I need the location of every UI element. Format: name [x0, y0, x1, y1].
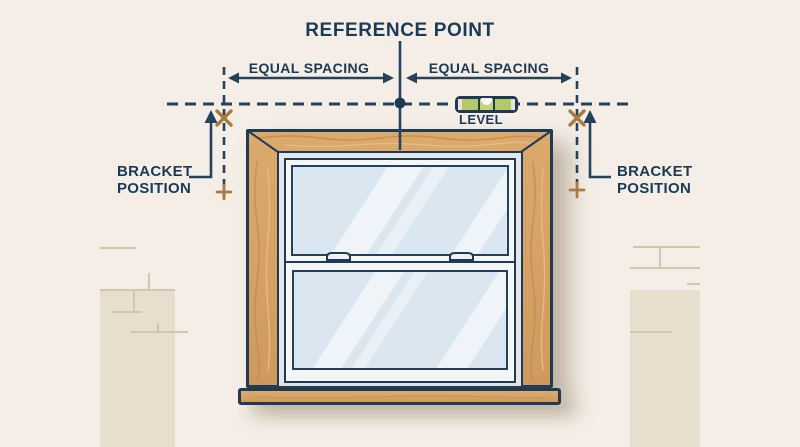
level-bubble [481, 98, 492, 105]
spirit-level-icon [455, 96, 518, 113]
brick-joint [130, 331, 188, 333]
equal-spacing-arrow-right [406, 72, 572, 84]
brick-joint [630, 267, 700, 269]
brick-joint [659, 248, 661, 268]
wall-block-right [630, 290, 700, 447]
level-label: LEVEL [459, 112, 503, 127]
brick-joint [157, 323, 159, 332]
bracket-position-label-left: BRACKET POSITION [117, 163, 192, 197]
bracket-label-line1: BRACKET [117, 163, 193, 180]
wood-grain-texture [251, 135, 546, 399]
level-vial-right [495, 99, 511, 110]
brick-joint [133, 290, 135, 312]
plus-mark-left [215, 183, 233, 201]
wall-block-left [100, 290, 175, 447]
bracket-pointer-left [189, 110, 218, 179]
level-end-cap [511, 99, 515, 110]
window-upper-sash [284, 158, 516, 263]
casing-mitre-right [520, 130, 552, 153]
brick-joint [100, 247, 136, 249]
x-mark-right [568, 109, 586, 127]
sash-lift-tab-left [326, 252, 351, 261]
title-reference-point: REFERENCE POINT [305, 20, 495, 41]
brick-joint [100, 289, 175, 291]
bracket-pointer-right [583, 110, 611, 179]
bracket-label-line2: POSITION [117, 180, 192, 197]
equal-spacing-label-right: EQUAL SPACING [428, 60, 550, 76]
brick-joint [148, 273, 150, 290]
bracket-label-line1: BRACKET [617, 163, 693, 180]
level-vial-center [478, 98, 495, 110]
upper-sash-glass [291, 165, 509, 256]
equal-spacing-arrow-left [228, 72, 394, 84]
x-mark-left [215, 109, 233, 127]
casing-mitre-left [247, 130, 279, 153]
brick-joint [633, 246, 700, 248]
brick-joint [112, 311, 142, 313]
window-lower-sash [284, 261, 516, 383]
reference-point-dot [394, 97, 406, 109]
level-end-cap [458, 99, 462, 110]
sash-lift-tab-right [449, 252, 474, 261]
plus-mark-right [568, 181, 586, 199]
equal-spacing-label-left: EQUAL SPACING [248, 60, 370, 76]
level-vial-left [462, 99, 478, 110]
lower-sash-glass [292, 270, 508, 370]
brick-joint [687, 283, 700, 285]
bracket-position-label-right: BRACKET POSITION [617, 163, 692, 197]
brick-joint [630, 331, 672, 333]
bracket-label-line2: POSITION [617, 180, 692, 197]
